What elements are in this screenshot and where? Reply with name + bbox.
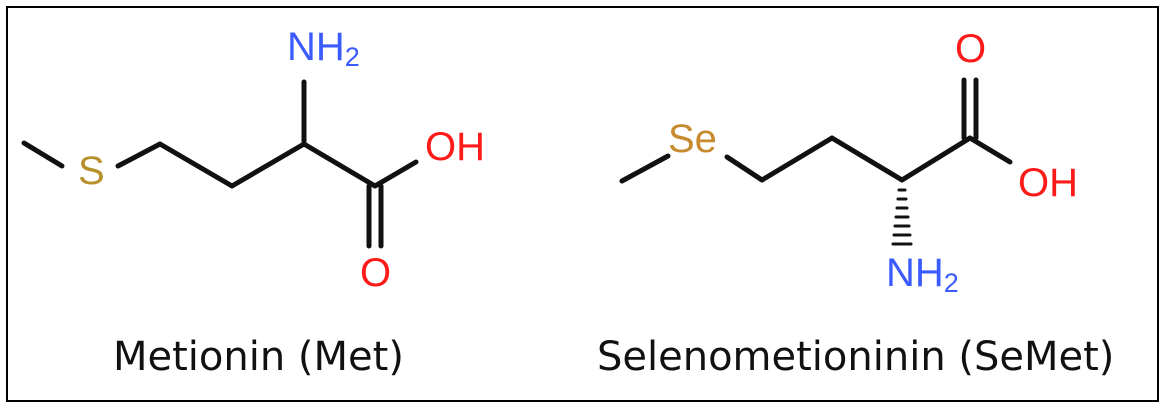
figure-frame xyxy=(6,6,1159,402)
met-bond-cc-oh xyxy=(372,159,419,189)
methionine-caption: Metionin (Met) xyxy=(113,334,404,380)
met-bond-ca-cc xyxy=(301,141,378,189)
semet-bond-c1-ca xyxy=(829,135,905,183)
semet-bond-c-c1 xyxy=(759,135,835,183)
semet-oh-label: OH xyxy=(1018,161,1078,205)
met-o-label: O xyxy=(360,251,391,295)
semet-bond-ch3-se xyxy=(619,153,671,184)
met-bond-c1-ca xyxy=(229,141,307,189)
met-oh-label: OH xyxy=(425,125,485,169)
met-s-label: S xyxy=(78,149,105,193)
semet-o-label: O xyxy=(955,27,986,71)
met-bond-ch3-s xyxy=(21,140,65,169)
selenomethionine-structure: Se O OH NH2 xyxy=(619,27,1078,298)
semet-nh2-label: NH2 xyxy=(886,251,959,298)
semet-bond-se-c xyxy=(724,154,765,183)
semet-se-label: Se xyxy=(668,117,717,161)
semet-bond-cc-oh xyxy=(967,135,1013,165)
semet-hashed-wedge xyxy=(891,188,913,246)
met-bond-s-c xyxy=(115,141,163,169)
met-nh2-label: NH2 xyxy=(287,25,360,72)
semet-bond-ca-cc xyxy=(899,135,973,183)
selenomethionine-caption: Selenometioninin (SeMet) xyxy=(597,334,1114,380)
met-bond-c-c1 xyxy=(157,141,235,189)
methionine-structure: S NH2 OH O xyxy=(21,25,485,295)
